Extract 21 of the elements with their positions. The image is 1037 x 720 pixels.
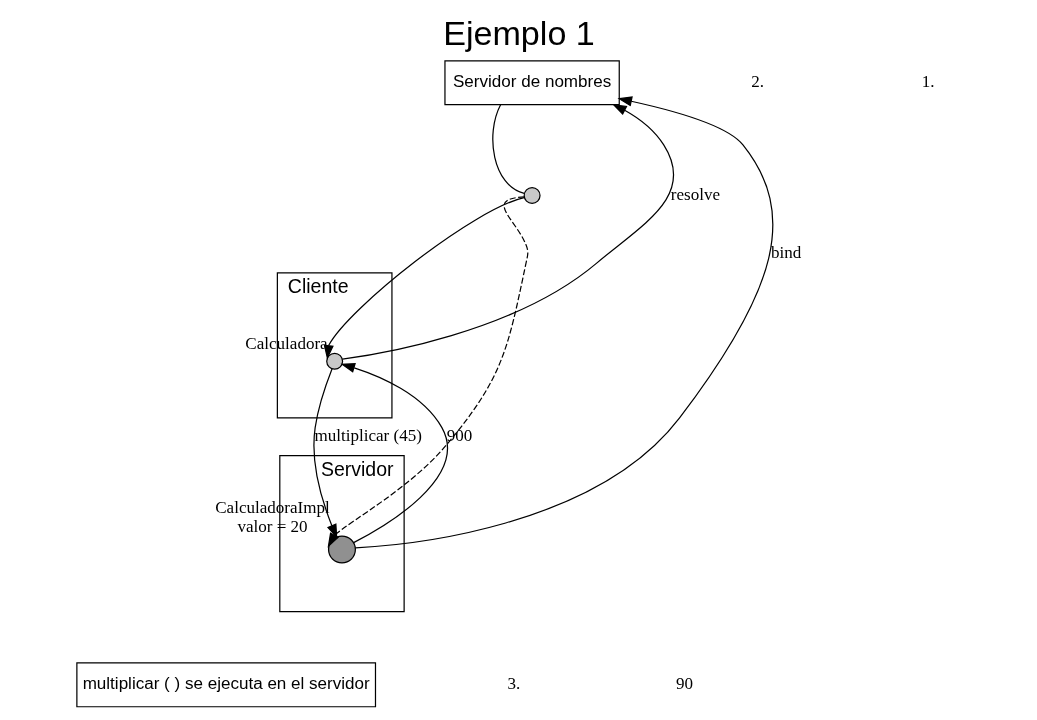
edge-label: multiplicar (45) [313, 426, 422, 446]
connector [491, 104, 525, 194]
edge-label: resolve [670, 184, 720, 204]
node-box: multiplicar ( ) se ejecuta en el servidor [75, 662, 376, 708]
node-circle [523, 186, 541, 204]
arrow [341, 103, 674, 360]
diagram-title: Ejemplo 1 [442, 14, 595, 53]
edge-label: 900 [446, 426, 472, 446]
node-box: Servidor de nombres [443, 60, 620, 106]
arrow [339, 363, 448, 544]
label: 90 [675, 674, 693, 694]
arrow [323, 197, 525, 360]
label: 3. [506, 674, 520, 694]
arrow [312, 368, 337, 539]
node-circle [327, 535, 356, 564]
arrow [354, 96, 773, 549]
node-circle [325, 352, 343, 370]
label: 2. [750, 72, 764, 92]
label: 1. [921, 72, 935, 92]
arrow [327, 196, 528, 548]
edge-label: bind [770, 243, 801, 263]
